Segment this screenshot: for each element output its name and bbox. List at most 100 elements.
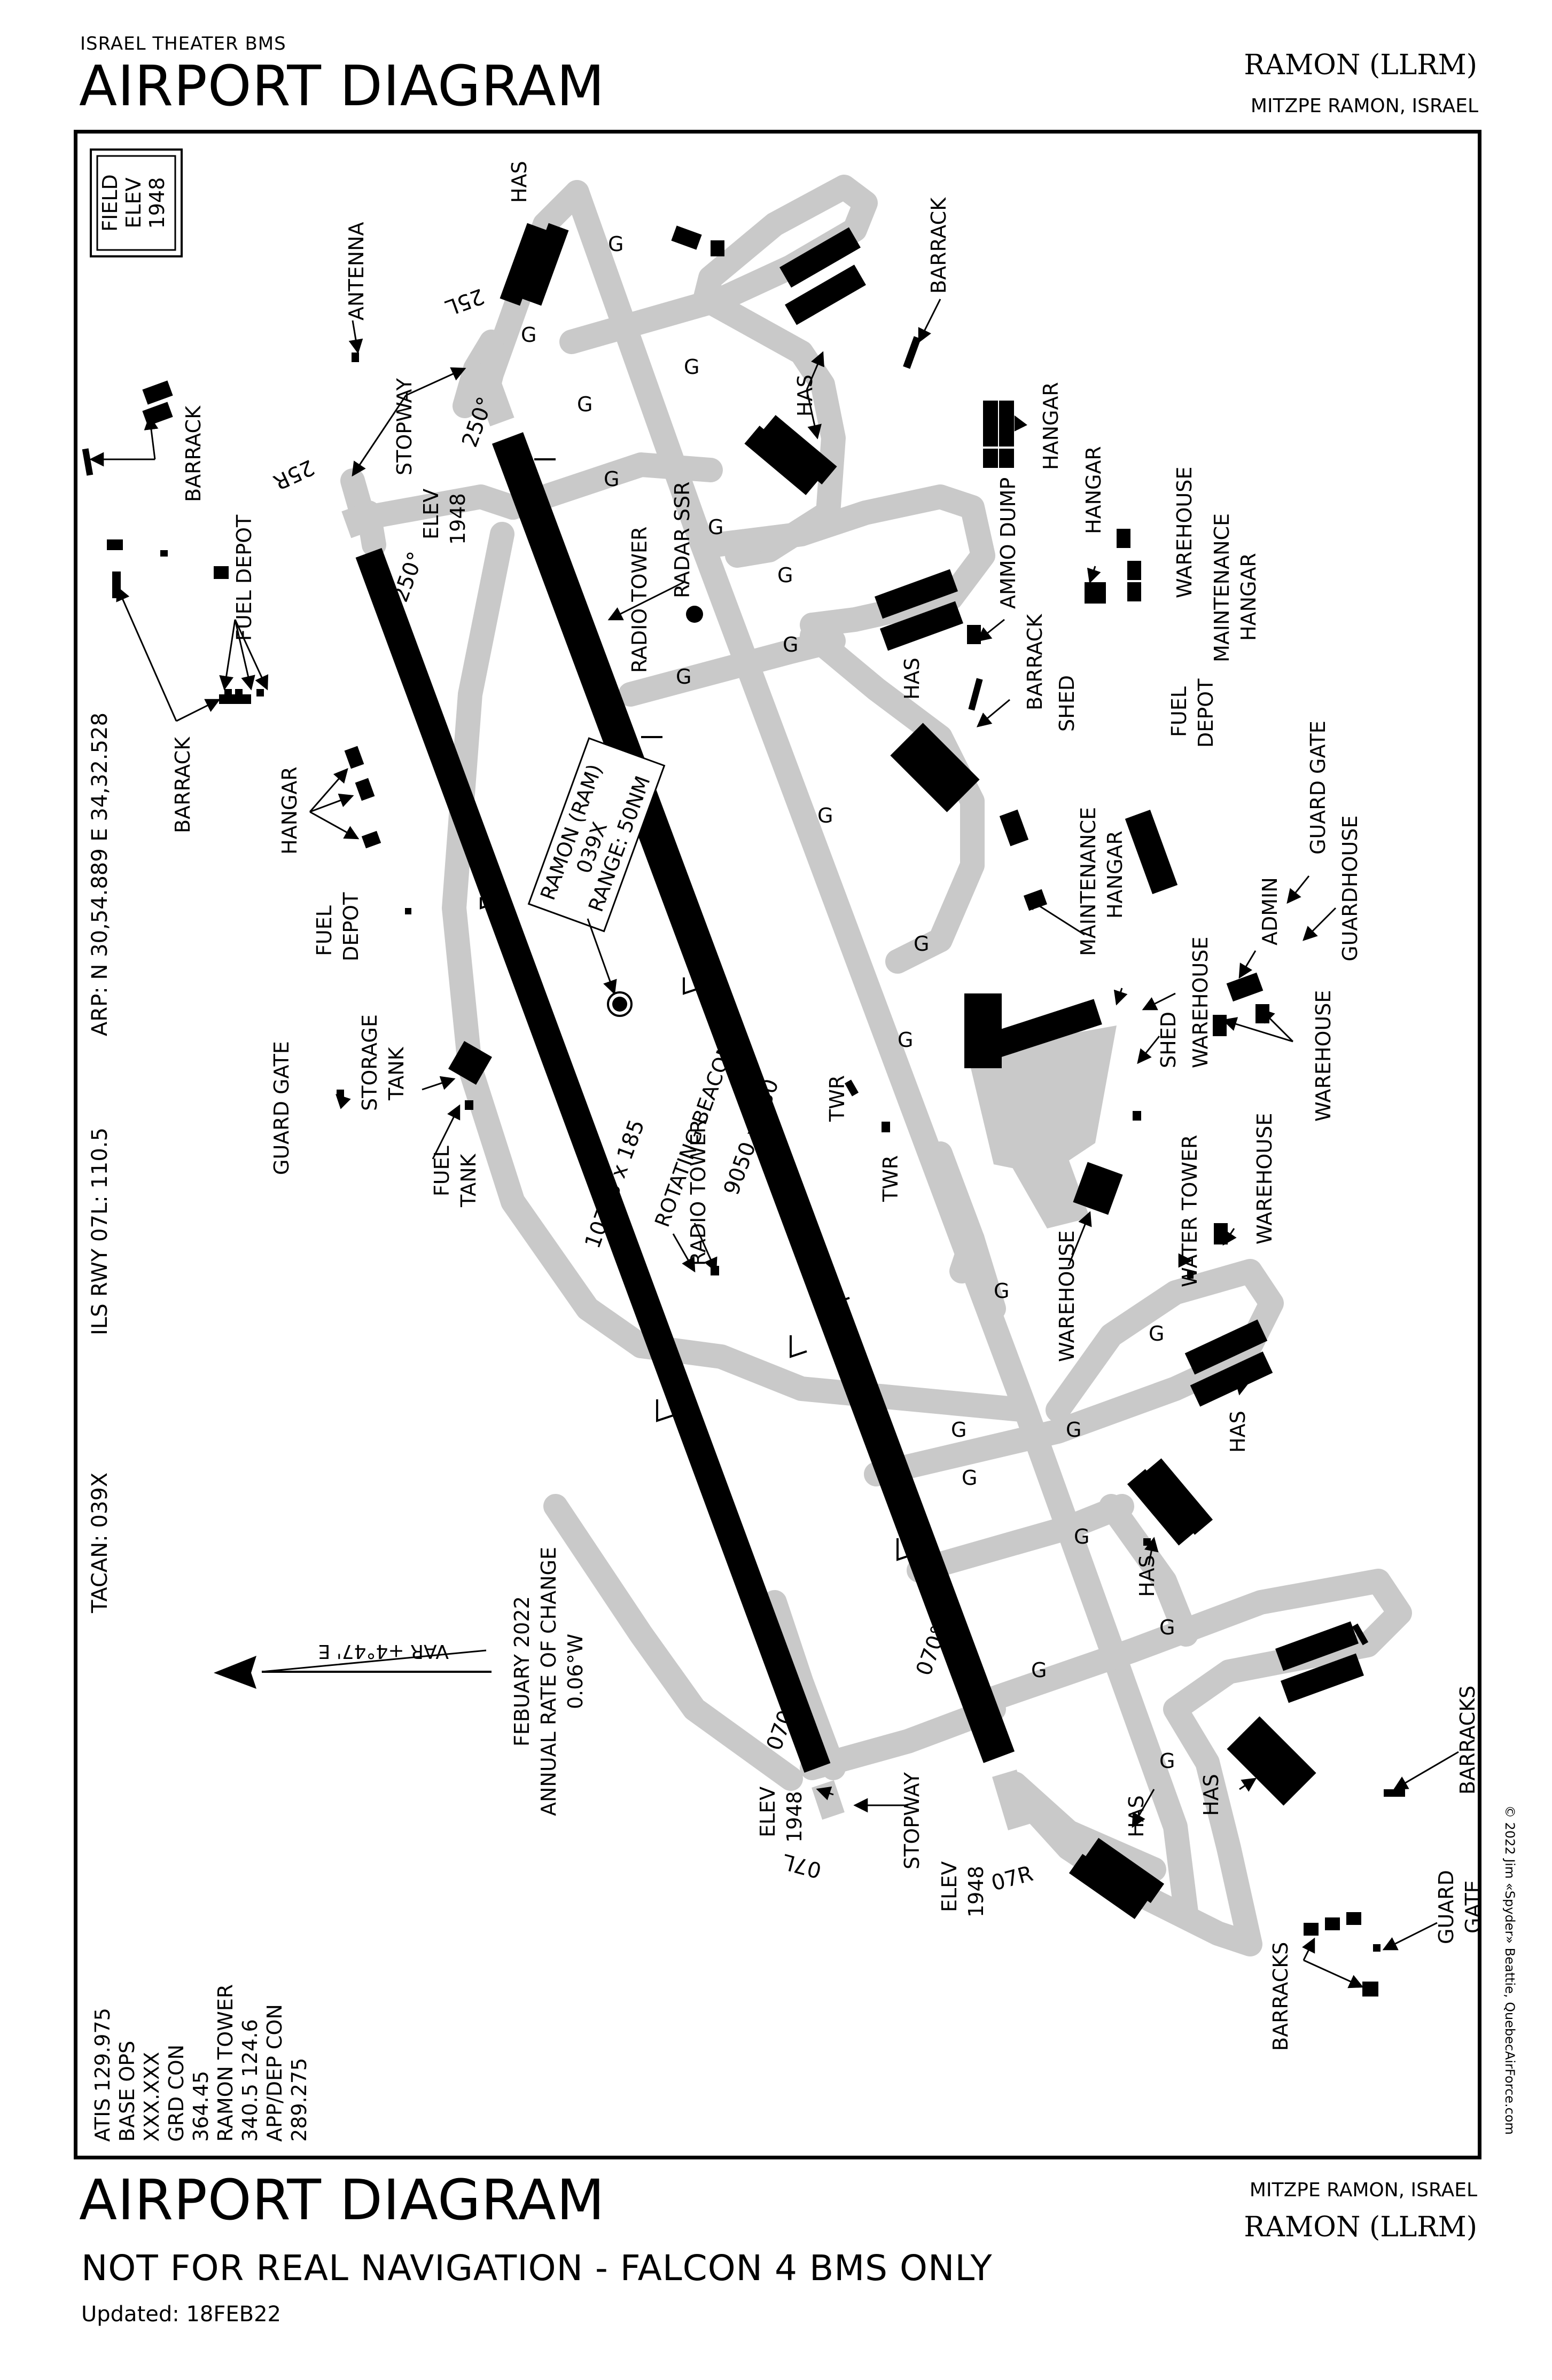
svg-text:ANTENNA: ANTENNA (345, 222, 368, 321)
magnetic-variation: VAR +4°47' E FEBUARY 2022 ANNUAL RATE OF… (214, 1547, 587, 1816)
svg-text:GUARDHOUSE: GUARDHOUSE (1338, 816, 1362, 961)
svg-text:FUEL DEPOT: FUEL DEPOT (232, 514, 256, 641)
field-elev-line1: FIELD (98, 174, 122, 232)
has-shelter (1085, 1837, 1165, 1904)
svg-text:RADAR SSR: RADAR SSR (670, 481, 694, 598)
svg-text:HANGAR: HANGAR (278, 766, 301, 855)
has-shelter (1275, 1621, 1359, 1671)
svg-text:G: G (577, 393, 592, 416)
info-line: TACAN: 039X ILS RWY 07L: 110.5 ARP: N 30… (88, 713, 112, 1614)
svg-text:HAS: HAS (1226, 1411, 1250, 1453)
has-shelter (1243, 1716, 1316, 1790)
svg-text:ELEV: ELEV (419, 489, 443, 539)
tacan-frequency: TACAN: 039X (88, 1473, 112, 1614)
hold-markings (480, 458, 914, 1561)
taxiway-g-labels: G G G G G G G G G G G G G G G G G G G G … (521, 232, 1175, 1773)
svg-text:HAS: HAS (1135, 1555, 1159, 1597)
theater-label: ISRAEL THEATER BMS (80, 33, 286, 54)
freq-tower-value: 340.5 124.6 (238, 2019, 262, 2142)
svg-text:1948: 1948 (783, 1791, 806, 1843)
admin (1226, 972, 1264, 1002)
variation-date: FEBUARY 2022 (510, 1596, 534, 1747)
svg-text:G: G (1066, 1418, 1081, 1442)
footer-updated: Updated: 18FEB22 (81, 2302, 281, 2327)
has-shelter (1143, 1458, 1213, 1535)
leader-lines (89, 299, 1459, 1988)
svg-text:SHED: SHED (1055, 675, 1079, 732)
airport-location: MITZPE RAMON, ISRAEL (1250, 95, 1478, 117)
svg-text:WAREHOUSE: WAREHOUSE (1173, 467, 1196, 598)
svg-text:250°: 250° (388, 549, 428, 605)
freq-atis: ATIS 129.975 (91, 2008, 114, 2142)
has-shelter (879, 601, 964, 651)
has-shelter (890, 739, 964, 812)
runway-25L-label: 25L (442, 284, 487, 320)
tacan-box: RAMON (RAM) 039X RANGE: 50NM (527, 737, 666, 1017)
runway-07R-25L (469, 358, 1033, 1830)
svg-text:BARRACK: BARRACK (171, 737, 194, 833)
svg-text:G: G (1031, 1658, 1047, 1682)
svg-text:GUARD: GUARD (1434, 1870, 1458, 1944)
svg-text:G: G (994, 1279, 1009, 1303)
has-shelter (1069, 1853, 1149, 1920)
main-apron (967, 1025, 1117, 1175)
variation-rate-label: ANNUAL RATE OF CHANGE (537, 1547, 560, 1816)
svg-text:G: G (914, 932, 929, 956)
has-shelter (1227, 1732, 1300, 1806)
has-shelter (521, 223, 569, 306)
svg-text:G: G (1159, 1749, 1175, 1773)
svg-text:AMMO DUMP: AMMO DUMP (996, 477, 1020, 609)
frequency-list: ATIS 129.975 BASE OPS XXX.XXX GRD CON 36… (91, 1984, 311, 2142)
svg-text:SHED: SHED (1157, 1012, 1180, 1068)
svg-text:G: G (951, 1418, 966, 1442)
variation-rate: 0.06°W (564, 1634, 587, 1709)
footer-notice: NOT FOR REAL NAVIGATION - FALCON 4 BMS O… (81, 2248, 993, 2289)
runway-07L-label: 07L (779, 1849, 824, 1883)
has-shelter (1127, 1469, 1197, 1546)
field-elevation-box: FIELD ELEV 1948 (90, 148, 183, 257)
svg-text:G: G (608, 232, 623, 256)
svg-text:GATE: GATE (1461, 1880, 1485, 1933)
svg-text:G: G (777, 563, 793, 587)
svg-text:GUARD GATE: GUARD GATE (270, 1041, 293, 1175)
arp-coordinates: ARP: N 30,54.889 E 34,32.528 (88, 713, 112, 1036)
svg-text:FUEL: FUEL (313, 905, 336, 956)
svg-text:DEPOT: DEPOT (339, 892, 363, 961)
has-shelter (500, 223, 548, 306)
warehouse (1073, 1162, 1123, 1215)
has-shelter (760, 414, 837, 485)
has-shelter (779, 227, 861, 288)
has-shelter (785, 264, 866, 325)
svg-text:BARRACK: BARRACK (927, 197, 950, 294)
field-elev-line3: 1948 (145, 177, 169, 229)
svg-text:HANGAR: HANGAR (1039, 382, 1063, 470)
has-shelter (874, 569, 958, 619)
freq-app-dep: APP/DEP CON (263, 2004, 286, 2142)
freq-base-ops: BASE OPS (115, 2041, 139, 2142)
svg-text:G: G (1074, 1525, 1089, 1548)
tacan-symbol (607, 991, 633, 1017)
has-shelter (1280, 1653, 1364, 1703)
svg-text:HAS: HAS (1199, 1774, 1223, 1816)
svg-text:G: G (676, 665, 691, 688)
svg-text:HAS: HAS (1125, 1795, 1148, 1837)
field-elev-line2: ELEV (122, 177, 145, 228)
freq-grd-con: GRD CON (165, 2045, 188, 2142)
has-shelter (1190, 1351, 1273, 1407)
svg-text:TWR: TWR (825, 1075, 849, 1122)
svg-text:STOPWAY: STOPWAY (393, 378, 416, 475)
freq-tower: RAMON TOWER (214, 1984, 237, 2142)
hangar (964, 993, 1002, 1068)
svg-text:WAREHOUSE: WAREHOUSE (1253, 1113, 1276, 1244)
fuel-tank (448, 1041, 492, 1085)
svg-text:G: G (604, 467, 619, 491)
svg-text:G: G (684, 355, 699, 379)
svg-text:HANGAR: HANGAR (1082, 446, 1105, 534)
chart-frame (74, 130, 1481, 2159)
svg-text:1948: 1948 (964, 1866, 988, 1917)
svg-text:G: G (783, 633, 798, 656)
has-shelter (744, 425, 821, 496)
footer-airport-name: RAMON (LLRM) (1244, 2211, 1477, 2243)
svg-text:ELEV: ELEV (756, 1787, 779, 1837)
